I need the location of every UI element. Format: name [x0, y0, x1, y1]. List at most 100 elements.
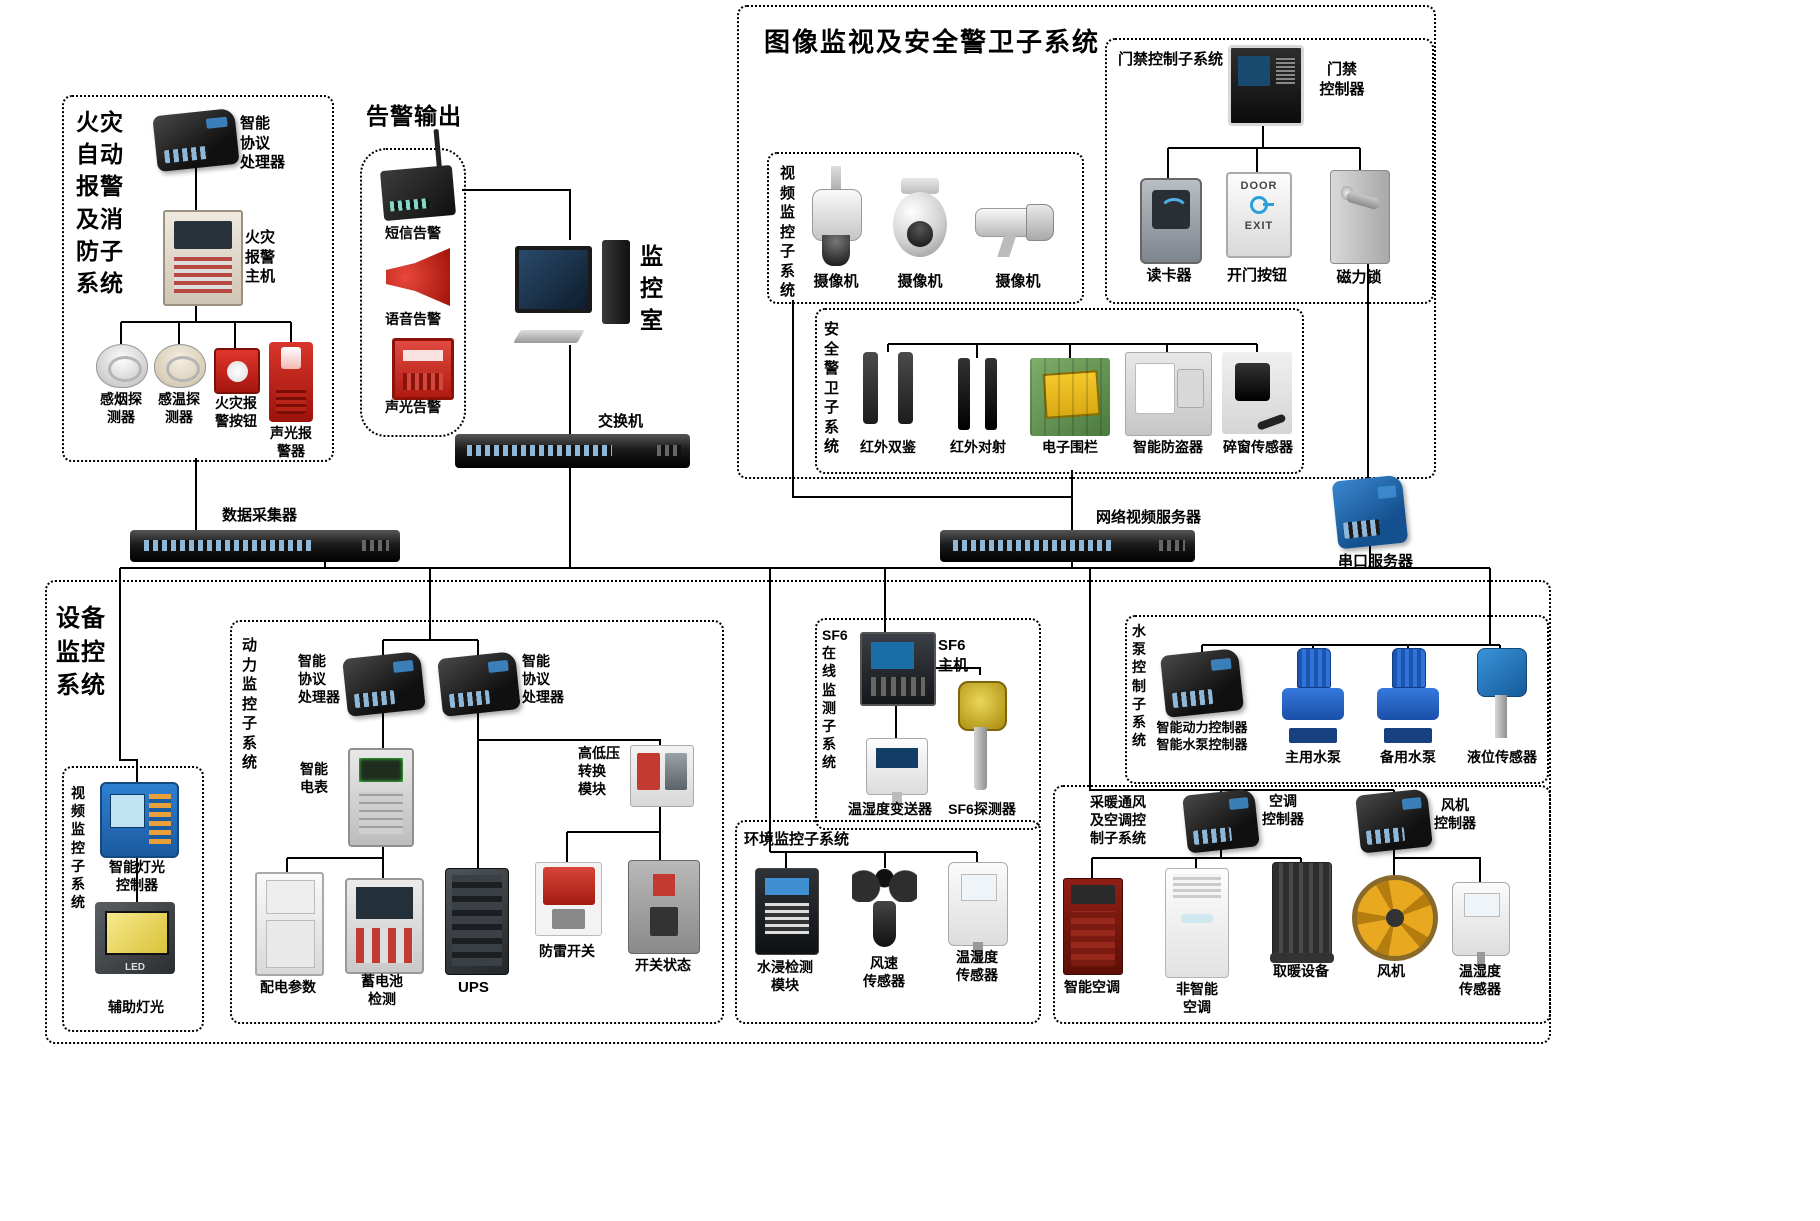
anti-burglar-label: 智能防盗器 — [1133, 439, 1203, 455]
power-subsystem-title: 动 力 监 控 子 系 统 — [242, 637, 258, 771]
hv-module-label: 高低压 转换 模块 — [578, 745, 620, 798]
camera-2-device — [888, 178, 952, 266]
smart-ac-device — [1063, 878, 1123, 975]
power-subsystem-box — [230, 620, 724, 1024]
glass-break-sensor-device — [1222, 352, 1292, 434]
hvac-th-sensor-device — [1452, 882, 1510, 968]
hvac-th-sensor-label: 温湿度 传感器 — [1459, 963, 1501, 998]
surveillance-title: 图像监视及安全警卫子系统 — [764, 27, 1101, 57]
control-room-label: 监 控 室 — [640, 243, 664, 334]
glass-break-label: 碎窗传感器 — [1223, 439, 1293, 455]
voice-alarm-label: 语音告警 — [385, 311, 441, 327]
plain-ac-device — [1165, 868, 1229, 978]
ac-controller-label: 空调 控制器 — [1262, 793, 1304, 828]
core-switch-label: 交换机 — [598, 413, 644, 430]
sf6-subsystem-box — [815, 618, 1041, 830]
smoke-detector-label: 感烟探 测器 — [100, 391, 142, 426]
heater-device — [1269, 862, 1335, 963]
sensor-head — [1476, 648, 1528, 697]
ir-dual-detector-device — [858, 352, 918, 434]
pump-foot — [1289, 727, 1337, 743]
light-controller-device — [100, 782, 179, 858]
ups-device — [445, 868, 509, 975]
sound-light-alarm-label: 声光告警 — [385, 399, 441, 415]
card-reader-label: 读卡器 — [1146, 267, 1192, 284]
fan-device — [1352, 875, 1438, 961]
pump-pipe — [1282, 687, 1344, 721]
camera-2-label: 摄像机 — [897, 273, 943, 290]
control-room-workstation-device — [513, 240, 630, 345]
env-subsystem-title: 环境监控子系统 — [744, 831, 850, 848]
dist-params-label: 配电参数 — [260, 979, 316, 995]
sf6-detector-device — [958, 675, 1007, 790]
ir-dual-label: 红外双鉴 — [860, 439, 916, 455]
serial-server-device — [1331, 474, 1409, 550]
sf6-host-label: SF6 主机 — [938, 637, 969, 674]
door-open-button-device: DOOR EXIT — [1226, 172, 1292, 258]
fire-alarm-host-label: 火灾 报警 主机 — [245, 229, 276, 285]
th-transmitter-device — [866, 738, 928, 803]
sf6-subsystem-title: SF6 在 线 监 测 子 系 统 — [822, 627, 848, 771]
flood-light-device: LED — [95, 902, 175, 974]
env-subsystem-box — [735, 820, 1041, 1024]
breaker-status-label: 开关状态 — [635, 957, 691, 973]
alarm-output-box — [360, 148, 466, 437]
water-leak-device — [755, 868, 819, 955]
electronic-fence-device — [1030, 358, 1110, 436]
equipment-video-box — [62, 766, 204, 1032]
lightning-switch-label: 防雷开关 — [539, 943, 595, 959]
fire-subsystem-title: 火灾 自动 报警 及消 防子 系统 — [76, 109, 124, 296]
electronic-fence-label: 电子围栏 — [1042, 439, 1098, 455]
heat-detector-device — [154, 344, 206, 388]
pump-controller-label: 智能动力控制器 智能水泵控制器 — [1156, 720, 1248, 752]
pump-controller-device — [1159, 648, 1245, 718]
access-subsystem-box — [1105, 38, 1434, 304]
access-subsystem-title: 门禁控制子系统 — [1118, 51, 1224, 68]
backup-pump-device — [1377, 648, 1439, 743]
hvac-subsystem-title: 采暖通风 及空调控 制子系统 — [1090, 794, 1146, 847]
camera-arm — [831, 166, 841, 194]
pump-subsystem-title: 水 泵 控 制 子 系 统 — [1132, 623, 1146, 749]
sensor-stem — [974, 726, 987, 790]
keyboard — [513, 330, 586, 343]
led-text: LED — [125, 961, 145, 973]
breaker-status-device — [628, 860, 700, 954]
camera-dome — [893, 192, 947, 258]
core-switch-device — [455, 434, 690, 468]
equipment-title: 设备 监控 系统 — [56, 605, 106, 700]
ir-beam-label: 红外对射 — [950, 439, 1006, 455]
th-transmitter-label: 温湿度变送器 — [848, 801, 932, 817]
video-subsystem-box — [767, 152, 1084, 304]
nvr-label: 网络视频服务器 — [1096, 509, 1202, 526]
main-pump-device — [1282, 648, 1344, 743]
ups-label: UPS — [458, 979, 489, 996]
anemometer-cups — [852, 868, 917, 903]
hvac-subsystem-box — [1053, 785, 1551, 1024]
fire-protocol-processor-label: 智能 协议 处理器 — [240, 115, 286, 171]
camera-1-device — [805, 166, 867, 270]
sensor-probe — [1495, 694, 1507, 738]
battery-check-label: 蓄电池 检测 — [361, 973, 403, 1008]
power-protocol2-label: 智能 协议 处理器 — [522, 653, 564, 706]
pump-foot — [1384, 727, 1432, 743]
power-protocol1-device — [342, 651, 426, 717]
key-icon — [1250, 196, 1274, 214]
anti-burglar-device — [1125, 352, 1212, 436]
magnetic-lock-device — [1330, 170, 1390, 264]
camera-lens-icon — [822, 234, 850, 266]
surveillance-box — [737, 5, 1436, 479]
camera-3-label: 摄像机 — [995, 273, 1041, 290]
pump-pipe — [1377, 687, 1439, 721]
battery-check-device — [345, 878, 424, 974]
fire-subsystem-box — [62, 95, 334, 462]
power-protocol2-device — [437, 651, 521, 717]
lightning-switch-device — [535, 862, 602, 936]
door-button-label: 开门按钮 — [1226, 267, 1287, 284]
camera-mount — [996, 233, 1017, 257]
fire-alarm-button-device — [214, 348, 260, 394]
fire-alarm-host-device — [163, 210, 243, 306]
sf6-detector-label: SF6探测器 — [948, 801, 1016, 817]
backup-pump-label: 备用水泵 — [1380, 749, 1436, 765]
